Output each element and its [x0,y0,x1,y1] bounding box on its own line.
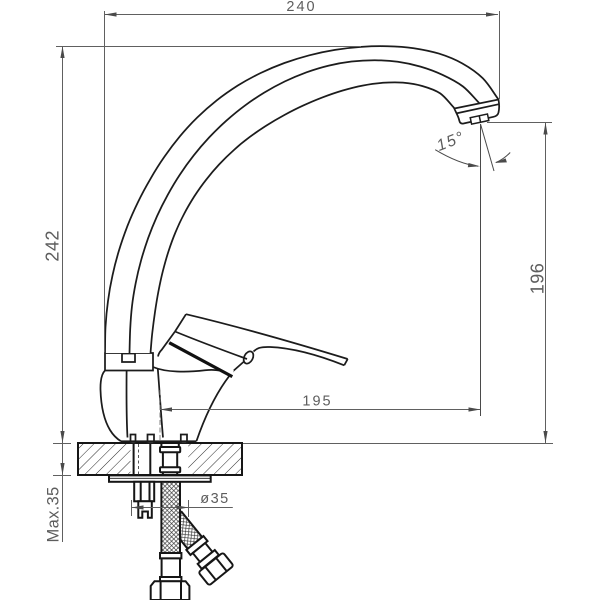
svg-text:196: 196 [528,263,548,295]
svg-text:Max.35: Max.35 [44,487,62,543]
svg-text:240: 240 [286,0,316,15]
svg-text:195: 195 [302,394,332,410]
svg-text:242: 242 [43,230,63,262]
svg-text:ø35: ø35 [200,491,230,507]
